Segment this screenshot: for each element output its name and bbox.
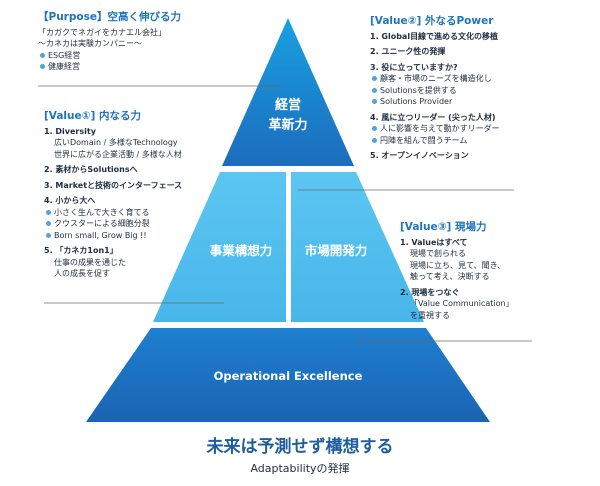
- value1-item: 1. Diversity 広いDomain / 多様なTechnology 世界に広…: [44, 126, 182, 161]
- value3-item-heading: 1. Valueはすべて: [400, 237, 468, 247]
- value2-item-bullet-text: 円陣を組んで闘うチーム: [380, 135, 468, 145]
- value1-item: 2. 素材からSolutionsへ: [44, 164, 182, 176]
- bullet-dot-icon: [46, 209, 51, 215]
- pyramid-base-tier: [86, 328, 490, 422]
- bullet-dot-icon: [46, 232, 51, 238]
- value3-item-detail: 「Value Communication」: [410, 299, 514, 308]
- purpose-line: 「カガクでネガイをカナエル会社」: [38, 27, 166, 37]
- purpose-block: 【Purpose】空高く伸びる力「カガクでネガイをカナエル会社」 ～カネカは実験カ…: [38, 11, 181, 73]
- bullet-dot-icon: [372, 99, 377, 104]
- value1-item: 5. 「カネカ1on1」仕事の成果を通じた人の成長を促す: [44, 245, 182, 280]
- value2-item-bullet: 円陣を組んで闘うチーム: [370, 135, 500, 147]
- purpose-bullet: 健康経営: [38, 61, 181, 73]
- value2-item-heading: 2. ユニーク性の発揮: [370, 47, 446, 56]
- value3-item-detail: 現場に立ち、見て、聞き、: [410, 260, 506, 270]
- value2-item: 1. Global目線で進める文化の移植: [370, 31, 500, 43]
- pyramid-middle-left-tier: [153, 172, 286, 322]
- value2-item: 2. ユニーク性の発揮: [370, 46, 500, 58]
- value3-item-detail: 現場で創られる: [410, 249, 466, 258]
- purpose-line: ～カネカは実験カンパニー～: [38, 39, 142, 48]
- value2-item: 5. オープンイノベーション: [370, 150, 500, 162]
- value1-item-bullet-text: クウスターによる細胞分裂: [54, 219, 150, 228]
- value2-item-bullet: Solutions Provider: [370, 96, 500, 108]
- value1-item-detail: 世界に広がる企業活動 / 多様な人材: [54, 149, 182, 159]
- bullet-dot-icon: [372, 87, 377, 93]
- value1-item-bullet: クウスターによる細胞分裂: [44, 218, 182, 230]
- base-tier-label: Operational Excellence: [213, 369, 363, 383]
- value3-item-detail: を重視する: [410, 310, 450, 320]
- value2-item-bullet-text: Solutions Provider: [380, 97, 453, 106]
- value2-item-bullet: 人に影響を与えて動かすリーダー: [370, 123, 500, 135]
- value2-item: 4. 風に立つリーダー (尖った人材) 人に影響を与えて動かすリーダー円陣を組んで…: [370, 112, 500, 147]
- bullet-dot-icon: [46, 221, 51, 226]
- purpose-title: 【Purpose】空高く伸びる力: [38, 11, 181, 23]
- value1-item-heading: 4. 小から大へ: [44, 196, 96, 205]
- value1-item-bullet-text: Born small, Grow Big !!: [54, 230, 147, 240]
- purpose-bullet: ESG経営: [38, 50, 181, 62]
- value2-block: [Value②] 外なるPower 1. Global目線で進める文化の移植 2. …: [370, 15, 500, 166]
- middle-left-tier-label: 事業構想力: [209, 243, 273, 258]
- purpose-bullet-text: ESG経営: [48, 50, 81, 60]
- value1-title: [Value①] 内なる力: [44, 110, 141, 122]
- value2-item-heading: 1. Global目線で進める文化の移植: [370, 31, 499, 41]
- value3-item-detail: 触って考え、決断する: [410, 272, 490, 281]
- value1-item-heading: 5. 「カネカ1on1」: [44, 246, 118, 255]
- value2-item-heading: 4. 風に立つリーダー (尖った人材): [370, 112, 496, 122]
- value2-item: 3. 役に立っていますか? 顧客・市場のニーズを構造化し Solutionsを提供す…: [370, 62, 500, 108]
- value1-item: 4. 小から大へ小さく生んで大きく育てるクウスターによる細胞分裂 Born sma…: [44, 195, 182, 241]
- bullet-dot-icon: [40, 52, 45, 58]
- value1-item: 3. Marketと技術のインターフェース: [44, 180, 182, 192]
- bullet-dot-icon: [372, 126, 377, 131]
- value1-item-detail: 人の成長を促す: [54, 269, 110, 278]
- value3-item: 2. 現場をつなぐ「Value Communication」を重視する: [400, 287, 514, 322]
- value2-item-bullet: Solutionsを提供する: [370, 85, 500, 97]
- value2-item-heading: 5. オープンイノベーション: [370, 151, 469, 160]
- footer-subline: Adaptabilityの発揮: [250, 462, 350, 475]
- purpose-bullet-text: 健康経営: [48, 62, 80, 71]
- value1-item-bullet: Born small, Grow Big !!: [44, 230, 182, 242]
- value1-item-heading: 2. 素材からSolutionsへ: [44, 165, 138, 174]
- apex-label-line-1: 経営: [274, 98, 301, 113]
- pyramid-middle-right-tier: [291, 172, 424, 322]
- apex-label-line-2: 革新力: [268, 118, 308, 133]
- value1-item-heading: 3. Marketと技術のインターフェース: [44, 180, 183, 190]
- value1-item-bullet-text: 小さく生んで大きく育てる: [54, 207, 150, 217]
- pyramid-apex-tier: [222, 18, 354, 166]
- value2-item-bullet-text: Solutionsを提供する: [380, 85, 457, 95]
- value3-item-heading: 2. 現場をつなぐ: [400, 287, 460, 297]
- value1-item-heading: 1. Diversity: [44, 126, 96, 136]
- value1-item-detail: 広いDomain / 多様なTechnology: [54, 138, 178, 147]
- value2-item-heading: 3. 役に立っていますか?: [370, 62, 458, 72]
- bullet-dot-icon: [372, 137, 377, 143]
- value3-title: [Value③] 現場力: [400, 221, 487, 233]
- middle-right-tier-label: 市場開発力: [304, 243, 368, 258]
- value2-item-bullet-text: 顧客・市場のニーズを構造化し: [380, 74, 492, 83]
- value3-item: 1. Valueはすべて現場で創られる現場に立ち、見て、聞き、触って考え、決断す…: [400, 237, 514, 283]
- value1-item-detail: 仕事の成果を通じた: [54, 257, 126, 267]
- bullet-dot-icon: [40, 64, 45, 69]
- value1-item-bullet: 小さく生んで大きく育てる: [44, 207, 182, 219]
- value2-item-bullet-text: 人に影響を与えて動かすリーダー: [380, 124, 500, 133]
- bullet-dot-icon: [372, 76, 377, 81]
- value2-title: [Value②] 外なるPower: [370, 15, 494, 27]
- footer-headline: 未来は予測せず構想する: [206, 437, 394, 457]
- value3-block: [Value③] 現場力 1. Valueはすべて現場で創られる現場に立ち、見て、…: [400, 221, 514, 325]
- value2-item-bullet: 顧客・市場のニーズを構造化し: [370, 73, 500, 85]
- apex-tier-label: 経営 革新力: [250, 96, 326, 136]
- value1-block: [Value①] 内なる力 1. Diversity 広いDomain / 多様なT…: [44, 110, 182, 284]
